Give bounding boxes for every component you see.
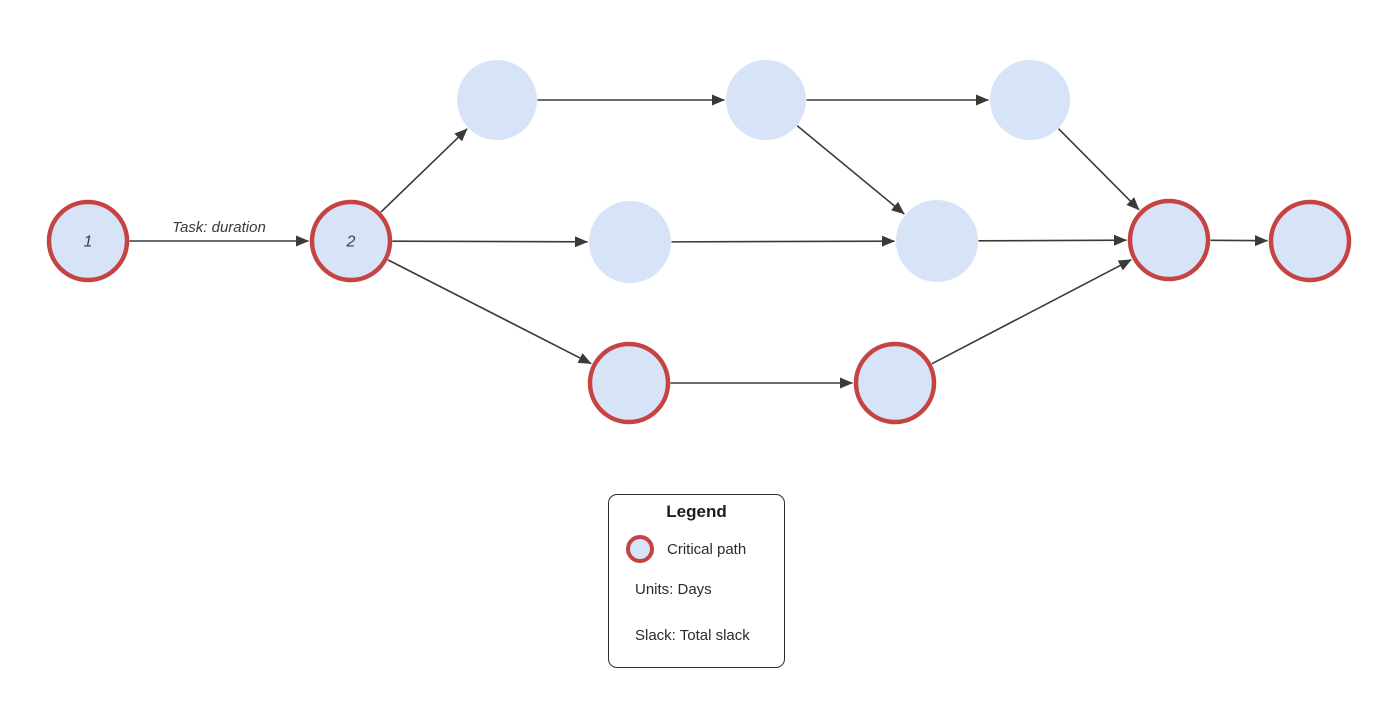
- edge-label-start-to-task2: Task: duration: [172, 219, 266, 236]
- node-start-critical: [46, 199, 130, 283]
- edge-mid-2-to-join: [978, 234, 1128, 246]
- edge-top-3-to-join: [1057, 128, 1140, 211]
- node-top-3: [990, 60, 1070, 140]
- edge-mid-1-to-mid-2: [671, 235, 896, 247]
- legend: Legend Critical path Units: Days Slack: …: [608, 494, 785, 668]
- node-top-2: [726, 60, 806, 140]
- node-bottom-2-critical: [853, 341, 937, 425]
- node-end-critical: [1268, 199, 1352, 283]
- edge-bottom-2-to-join: [931, 258, 1132, 365]
- edge-task2-to-bottom-1: [387, 259, 592, 365]
- legend-title: Legend: [666, 502, 727, 521]
- node-task2-critical: [309, 199, 393, 283]
- legend-critical-row: Critical path: [609, 535, 784, 563]
- node-mid-2: [896, 200, 978, 282]
- node-top-1: [457, 60, 537, 140]
- edge-task2-to-mid-1: [392, 236, 589, 248]
- critical-path-node-icon: [626, 535, 654, 563]
- node-bottom-1-critical: [587, 341, 671, 425]
- node-mid-1: [589, 201, 671, 283]
- edges-layer: Task: duration: [129, 94, 1269, 389]
- legend-slack-label: Slack: Total slack: [635, 627, 750, 644]
- edge-task2-to-top-1: [380, 128, 468, 213]
- legend-critical-label: Critical path: [667, 540, 747, 558]
- edge-top-2-to-mid-2: [796, 125, 905, 215]
- node-label-task2: 2: [346, 234, 356, 251]
- node-join-critical: [1127, 198, 1211, 282]
- legend-units-label: Units: Days: [635, 581, 712, 598]
- node-label-start: 1: [84, 234, 93, 251]
